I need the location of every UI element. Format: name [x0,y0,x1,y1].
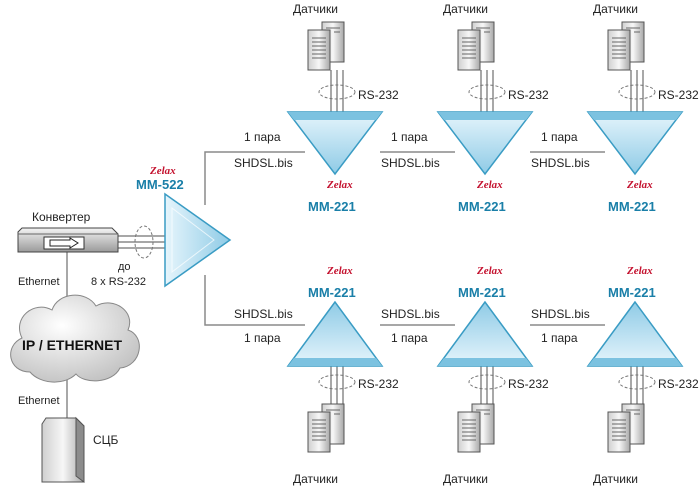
bottom-device-1 [286,300,384,367]
hub-brand-logo: Zelax [149,165,176,177]
top-row [286,21,684,176]
bottom-brand-logo-2: Zelax [476,265,503,277]
hub-device [164,192,232,288]
top-iface-label-2: RS-232 [508,88,549,102]
bottom-model-label-1: MM-221 [308,285,356,300]
server-icon [41,416,85,483]
sensor-server-icon [457,403,495,453]
converter-device [17,227,119,253]
bottom-link-type-label-1: SHDSL.bis [234,307,293,321]
bottom-sensors-label-3: Датчики [593,472,638,486]
bottom-pair-label-1: 1 пара [244,331,281,345]
top-link-type-label-2: SHDSL.bis [381,156,440,170]
top-model-label-2: MM-221 [458,199,506,214]
top-model-label-1: MM-221 [308,199,356,214]
sensor-server-icon [457,21,495,71]
bottom-brand-logo-3: Zelax [626,265,653,277]
sensor-server-icon [307,403,345,453]
cloud-label: IP / ETHERNET [22,337,123,353]
converter-label: Конвертер [32,210,91,224]
bottom-sensors-label-2: Датчики [443,472,488,486]
bottom-iface-label-2: RS-232 [508,377,549,391]
bottom-pair-label-2: 1 пара [391,331,428,345]
server-label: СЦБ [93,433,119,447]
top-sensors-label-3: Датчики [593,2,638,16]
bottom-model-label-3: MM-221 [608,285,656,300]
top-brand-logo-1: Zelax [326,179,353,191]
sensor-server-icon [607,403,645,453]
bottom-row [286,300,684,453]
top-pair-label-2: 1 пара [391,130,428,144]
top-pair-label-3: 1 пара [541,130,578,144]
top-iface-label-1: RS-232 [358,88,399,102]
arrow-right-icon [43,236,85,250]
cloud-icon [10,294,140,383]
top-brand-logo-3: Zelax [626,179,653,191]
connection-lines [66,70,644,420]
top-device-2 [436,111,534,176]
bottom-iface-label-3: RS-232 [658,377,699,391]
top-pair-label-1: 1 пара [244,130,281,144]
bottom-link-type-label-3: SHDSL.bis [531,307,590,321]
top-device-3 [586,111,684,176]
ethernet-label-top: Ethernet [18,276,60,288]
bottom-device-3 [586,300,684,367]
top-device-1 [286,111,384,176]
top-link-type-label-1: SHDSL.bis [234,156,293,170]
rs232-bundle-markers [134,84,656,390]
sensor-server-icon [307,21,345,71]
bottom-brand-logo-1: Zelax [326,265,353,277]
top-iface-label-3: RS-232 [658,88,699,102]
top-sensors-label-1: Датчики [293,2,338,16]
bottom-link-type-label-2: SHDSL.bis [381,307,440,321]
bottom-device-2 [436,300,534,367]
top-model-label-3: MM-221 [608,199,656,214]
sensor-server-icon [607,21,645,71]
ethernet-label-bottom: Ethernet [18,395,60,407]
bottom-model-label-2: MM-221 [458,285,506,300]
top-brand-logo-2: Zelax [476,179,503,191]
top-sensors-label-2: Датчики [443,2,488,16]
top-link-type-label-3: SHDSL.bis [531,156,590,170]
hub-model-label: MM-522 [136,177,184,192]
rs232-limit-line1: до [118,261,131,273]
bottom-pair-label-3: 1 пара [541,331,578,345]
rs232-limit-line2: 8 x RS-232 [91,276,146,288]
bottom-iface-label-1: RS-232 [358,377,399,391]
bottom-sensors-label-1: Датчики [293,472,338,486]
